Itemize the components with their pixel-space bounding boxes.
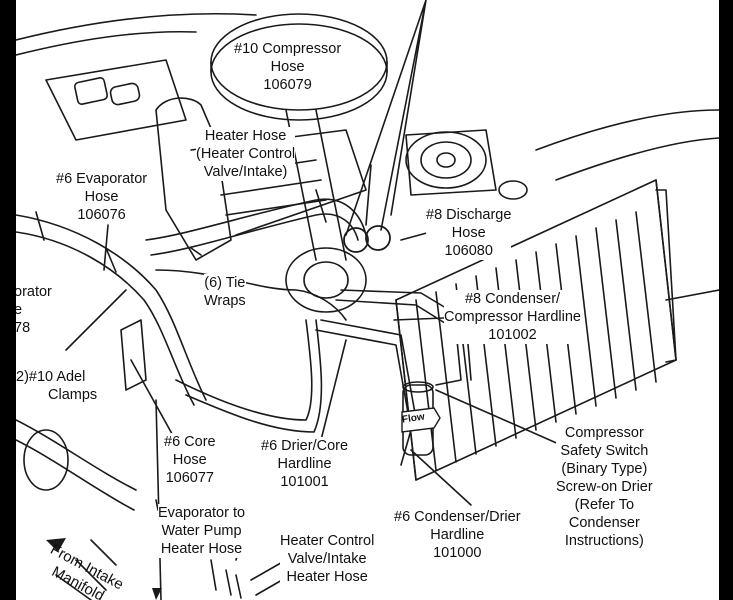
label-line: #10 Compressor (234, 41, 342, 57)
label-line: 2)#10 Adel (16, 369, 86, 385)
label-line: 106079 (263, 77, 312, 93)
label-line: Screw-on Drier (556, 479, 653, 495)
label-line: Heater Hose (286, 569, 368, 585)
label-line: Instructions) (564, 533, 644, 549)
label-line: e (16, 302, 23, 318)
label-line: Safety Switch (560, 443, 649, 459)
label-line: #6 Evaporator (56, 171, 148, 187)
label-adel-clamps: 2)#10 Adel Clamps (16, 368, 98, 404)
label-line: #8 Discharge (426, 207, 512, 223)
label-line: Water Pump (161, 523, 242, 539)
label-line: Condenser (568, 515, 640, 531)
label-line: Compressor Hardline (444, 309, 581, 325)
label-line: Hose (270, 59, 305, 75)
label-line: (Binary Type) (561, 461, 648, 477)
label-line: Valve/Intake) (203, 164, 288, 180)
label-line: 106077 (165, 470, 214, 486)
label-line: Clamps (48, 387, 98, 403)
label-line: Evaporator to (158, 505, 246, 521)
label-line: Compressor (564, 425, 644, 441)
label-condenser-compressor-hardline: #8 Condenser/ Compressor Hardline 101002 (444, 290, 581, 344)
label-line: (Refer To (574, 497, 635, 513)
label-line: Hose (84, 189, 119, 205)
label-line: 101002 (488, 327, 537, 343)
label-line: 101001 (280, 474, 329, 490)
label-evaporator-hose: #6 Evaporator Hose 106076 (56, 170, 148, 224)
label-line: orator (16, 284, 52, 300)
label-line: 78 (16, 320, 31, 336)
label-line: Heater Control (280, 533, 375, 549)
label-drier-core-hardline: #6 Drier/Core Hardline 101001 (261, 437, 349, 491)
label-line: Heater Hose (160, 541, 243, 557)
label-line: 106076 (77, 207, 126, 223)
label-line: Hardline (277, 456, 332, 472)
label-discharge-hose: #8 Discharge Hose 106080 (426, 206, 512, 260)
label-line: #6 Core (164, 434, 216, 450)
diagram-canvas: #10 Compressor Hose 106079 Heater Hose (… (16, 0, 719, 600)
label-line: Valve/Intake (287, 551, 367, 567)
label-tie-wraps: (6) Tie Wraps (204, 274, 246, 310)
label-line: (Heater Control (196, 146, 296, 162)
label-line: Hose (172, 452, 207, 468)
label-heater-control-intake: Heater Control Valve/Intake Heater Hose (280, 532, 375, 586)
label-line: #8 Condenser/ (464, 291, 561, 307)
label-line: #6 Condenser/Drier (394, 509, 521, 525)
label-heater-hose-control: Heater Hose (Heater Control Valve/Intake… (196, 127, 296, 181)
label-compressor-hose: #10 Compressor Hose 106079 (234, 40, 341, 94)
label-line: 106080 (444, 243, 493, 259)
label-line: Hardline (430, 527, 485, 543)
label-evap-water-pump: Evaporator to Water Pump Heater Hose (158, 504, 246, 558)
label-line: 101000 (433, 545, 482, 561)
label-safety-switch: Compressor Safety Switch (Binary Type) S… (556, 424, 653, 550)
label-line: (6) Tie (204, 275, 246, 291)
label-line: Wraps (204, 293, 246, 309)
label-line: Heater Hose (204, 128, 287, 144)
label-core-hose: #6 Core Hose 106077 (164, 433, 216, 487)
label-line: #6 Drier/Core (261, 438, 349, 454)
label-condenser-drier-hardline: #6 Condenser/Drier Hardline 101000 (394, 508, 521, 562)
label-line: Hose (451, 225, 486, 241)
label-evaporator-cut: orator e 78 (16, 283, 52, 337)
